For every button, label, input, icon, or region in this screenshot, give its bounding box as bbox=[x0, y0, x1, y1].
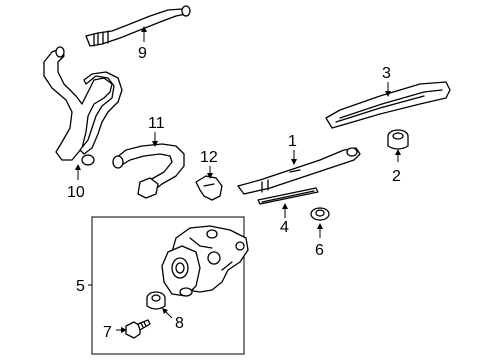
part-5-wiper-motor bbox=[161, 225, 249, 297]
svg-text:4: 4 bbox=[280, 219, 289, 236]
part-2-cap bbox=[387, 129, 409, 150]
callout-8: 8 bbox=[162, 308, 184, 332]
part-7-bolt bbox=[125, 319, 151, 339]
svg-text:10: 10 bbox=[67, 184, 85, 201]
svg-text:11: 11 bbox=[148, 115, 165, 132]
part-1-wiper-arm bbox=[237, 147, 361, 195]
svg-text:2: 2 bbox=[392, 168, 401, 185]
part-11-hose bbox=[112, 143, 185, 199]
callout-5: 5 bbox=[76, 278, 92, 295]
callout-9: 9 bbox=[138, 26, 147, 62]
svg-text:3: 3 bbox=[382, 65, 391, 82]
part-6-washer bbox=[310, 207, 330, 221]
svg-text:1: 1 bbox=[288, 133, 297, 150]
callout-2: 2 bbox=[392, 149, 401, 185]
svg-text:7: 7 bbox=[103, 324, 112, 341]
part-4-wiper-blade bbox=[257, 187, 319, 205]
callout-1: 1 bbox=[288, 133, 297, 165]
svg-text:9: 9 bbox=[138, 45, 147, 62]
callout-10: 10 bbox=[67, 164, 85, 201]
part-12-nozzle bbox=[195, 175, 223, 201]
callout-3: 3 bbox=[382, 65, 391, 97]
callout-7: 7 bbox=[103, 324, 127, 341]
part-10-hose bbox=[43, 46, 123, 166]
svg-text:8: 8 bbox=[175, 315, 184, 332]
part-8-grommet bbox=[146, 291, 166, 310]
callout-12: 12 bbox=[200, 149, 218, 179]
svg-text:6: 6 bbox=[315, 242, 324, 259]
callout-6: 6 bbox=[315, 223, 324, 259]
callout-11: 11 bbox=[148, 115, 165, 147]
part-9-hose bbox=[85, 5, 191, 47]
svg-text:12: 12 bbox=[200, 149, 218, 166]
callout-4: 4 bbox=[280, 203, 289, 236]
svg-text:5: 5 bbox=[76, 278, 85, 295]
part-3-cover bbox=[325, 81, 451, 129]
